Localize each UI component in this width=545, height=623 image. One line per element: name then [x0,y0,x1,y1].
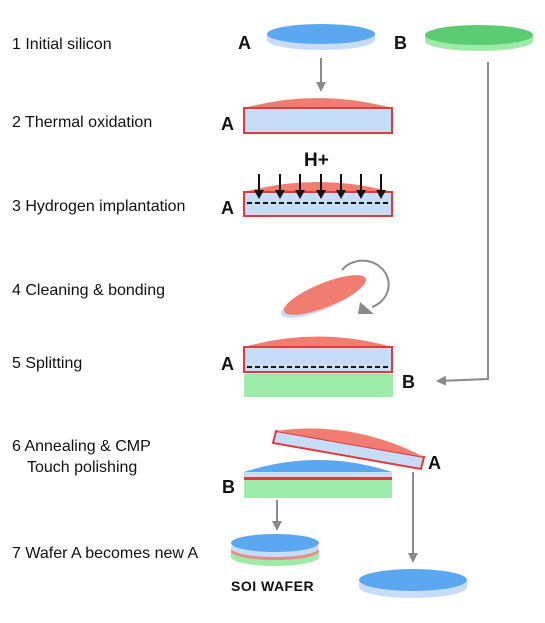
wafer-a-label-step3: A [221,198,234,218]
flipped-wafer-a [280,275,367,318]
wafer-b-label-step1: B [394,33,407,53]
step-7-label: 7 Wafer A becomes new A [12,545,199,562]
soi-wafer-label: SOI WAFER [231,578,314,594]
soi-wafer [231,534,319,566]
wafer-a-label-step5: A [221,354,234,374]
wafer-b-label-step6: B [222,477,235,497]
step-3-label: 3 Hydrogen implantation [12,198,185,215]
step-2-label: 2 Thermal oxidation [12,114,152,131]
implant-species-label: H+ [304,150,329,171]
wafer-b-label-step5: B [402,372,415,392]
wafer-a-label-step6: A [428,453,441,473]
wafer-b-initial [425,25,533,51]
flow-arrow-b-to-splitting [436,62,489,386]
step-4-label: 4 Cleaning & bonding [12,282,165,299]
oxidized-wafer-a [243,98,393,134]
soi-stack-on-b [244,460,392,498]
flip-rotation-arrowhead [358,302,374,314]
implanted-wafer-a [243,182,393,217]
bonded-stack [243,336,393,397]
recycled-wafer-a [359,569,467,598]
step-1-label: 1 Initial silicon [12,36,112,53]
flip-rotation-arrow [341,259,390,308]
implant-arrows [254,174,386,199]
wafer-a-label-step1: A [238,33,251,53]
step-6-label: 6 Annealing & CMP [12,438,151,455]
step-5-label: 5 Splitting [12,355,82,372]
wafer-a-label-step2: A [221,114,234,134]
wafer-a-initial [267,24,375,50]
step-6-sublabel: Touch polishing [27,459,137,476]
separated-donor-wafer-a [271,428,426,471]
